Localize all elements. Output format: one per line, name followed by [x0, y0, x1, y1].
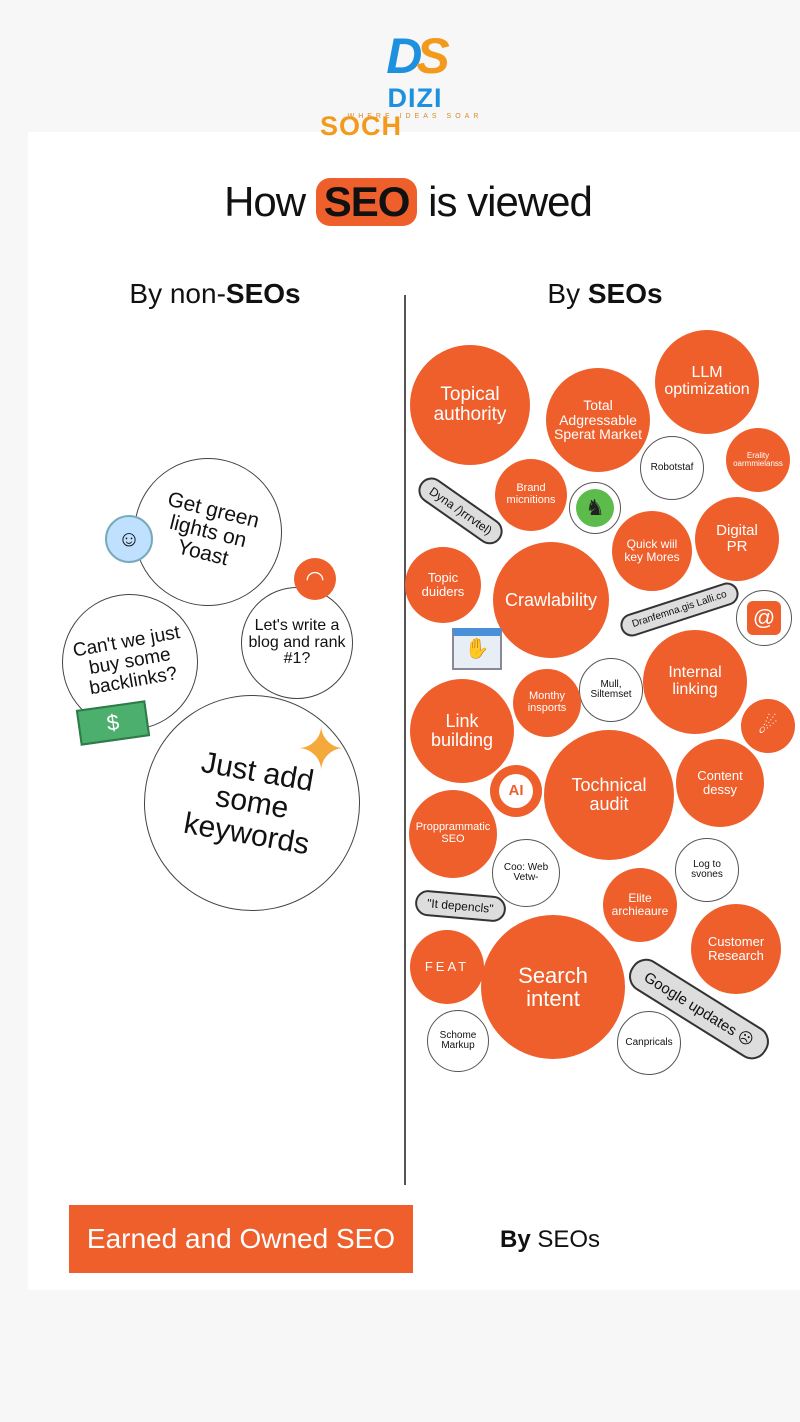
- bubble-link-building: Link building: [410, 679, 514, 783]
- bubble-log-files: Log to svones: [675, 838, 739, 902]
- bubble-erality: Erality oarmmielanss: [726, 428, 790, 492]
- refresh-icon: ◠: [294, 558, 336, 600]
- bubble-core-web-vitals: Coo: Web Vetw-: [492, 839, 560, 907]
- right-heading: By SEOs: [455, 278, 755, 310]
- robot-icon: ☹: [734, 1027, 757, 1050]
- bubble-canonicals: Canpricals: [617, 1011, 681, 1075]
- right-heading-b: SEOs: [587, 278, 663, 309]
- bubble-content-decay: Content dessy: [676, 739, 764, 827]
- rocket-icon: ☄: [741, 699, 795, 753]
- bubble-robotstaf: Robotstaf: [640, 436, 704, 500]
- logo-name-a: DIZI: [387, 83, 443, 113]
- bubble-site-architecture: Elite archieaure: [603, 868, 677, 942]
- globe-icon: ♞: [569, 482, 621, 534]
- bubble-internal-linking: Internal linking: [643, 630, 747, 734]
- title-before: How: [224, 178, 306, 225]
- bubble-monthly-reports: Monthy insports: [513, 669, 581, 737]
- bubble-quick-wins: Quick wiil key Mores: [612, 511, 692, 591]
- bubble-crawlability: Crawlability: [493, 542, 609, 658]
- page-title: How SEO is viewed: [0, 178, 800, 226]
- bubble-sitemap: Mull, Siltemset: [579, 658, 643, 722]
- left-heading-a: By non-: [129, 278, 226, 309]
- bubble-topical-authority: Topical authority: [410, 345, 530, 465]
- smiley-bubble-icon: ☺: [105, 515, 153, 563]
- footer-by: By: [500, 1226, 531, 1253]
- bubble-total-addressable-market: Total Adgressable Sperat Market: [546, 368, 650, 472]
- earned-owned-seo-button[interactable]: Earned and Owned SEO: [69, 1205, 413, 1273]
- ai-icon: AI: [490, 765, 542, 817]
- bubble-technical-audit: Tochnical audit: [544, 730, 674, 860]
- title-after: is viewed: [428, 178, 593, 225]
- sparkle-icon: ✦: [296, 716, 347, 783]
- logo-tagline: WHERE IDEAS SOAR: [347, 113, 483, 120]
- logo-mark: DS: [386, 28, 450, 84]
- footer-by-seos: By SEOs: [500, 1226, 600, 1254]
- bubble-programmatic-seo: Propprammatic SEO: [409, 790, 497, 878]
- footer-seos: SEOs: [537, 1226, 601, 1253]
- left-heading-b: SEOs: [225, 278, 301, 309]
- right-heading-a: By: [547, 278, 588, 309]
- bubble-llm-optimization: LLM optimization: [655, 330, 759, 434]
- title-highlight: SEO: [315, 178, 418, 226]
- bubble-search-intent: Search intent: [481, 915, 625, 1059]
- left-heading: By non-SEOs: [65, 278, 365, 310]
- bubble-topic-clusters: Topic duiders: [405, 547, 481, 623]
- bubble-feat: FEAT: [410, 930, 484, 1004]
- bubble-customer-research: Customer Research: [691, 904, 781, 994]
- divider: [404, 295, 406, 1185]
- bubble-schema-markup: Schome Markup: [427, 1010, 489, 1072]
- browser-icon: ✋: [452, 628, 502, 670]
- logo-name-b: SOCH: [320, 111, 403, 141]
- bubble-brand-mentions: Brand micnitions: [495, 459, 567, 531]
- email-icon: @: [736, 590, 792, 646]
- earned-owned-seo-label: Earned and Owned SEO: [86, 1223, 396, 1254]
- bubble-blog: Let's write a blog and rank #1?: [241, 587, 353, 699]
- bubble-digital-pr: Digital PR: [695, 497, 779, 581]
